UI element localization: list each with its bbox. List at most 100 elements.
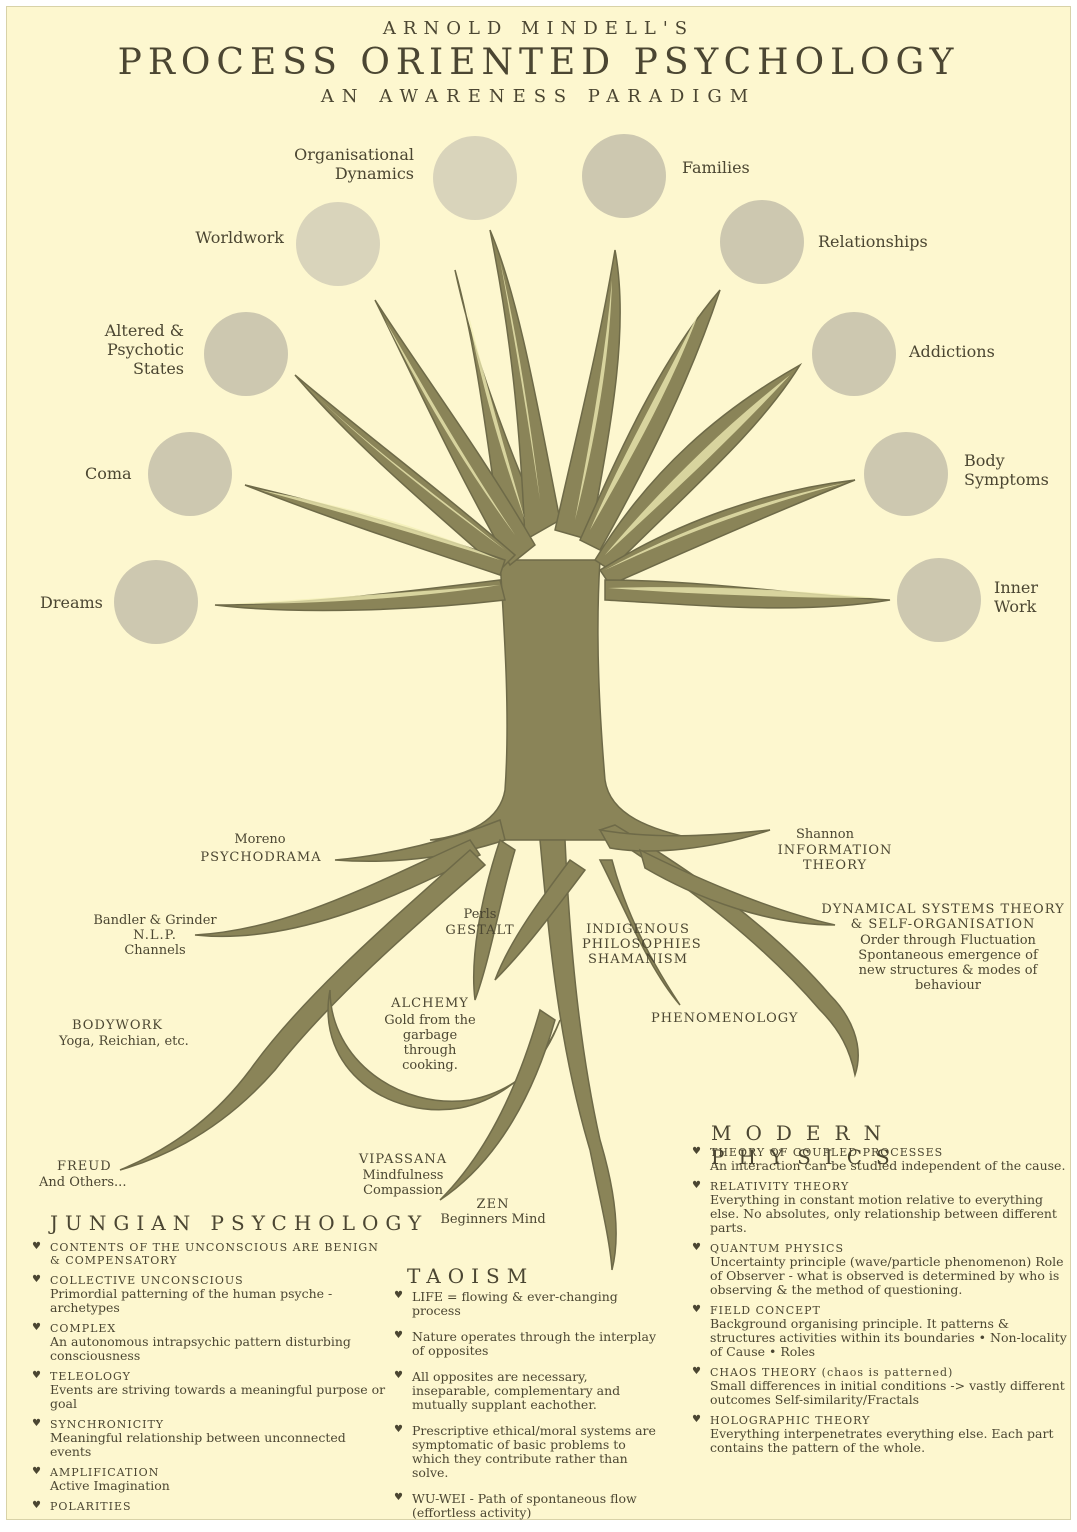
- list-item: ♥All opposites are necessary, inseparabl…: [394, 1369, 621, 1412]
- branch-dreams: [214, 579, 506, 612]
- label-information-theory: INFORMATION THEORY: [777, 843, 893, 873]
- label-worldwork: Worldwork: [195, 228, 284, 247]
- leaf-bullet-icon: ♥: [32, 1370, 41, 1381]
- page-subtitle: AN AWARENESS PARADIGM: [320, 86, 757, 107]
- author-heading: ARNOLD MINDELL'S: [382, 18, 695, 39]
- label-body-symptoms: Body Symptoms: [964, 451, 1049, 489]
- taoism-list: ♥LIFE = flowing & ever-changing process …: [392, 1290, 664, 1532]
- leaf-bullet-icon: ♥: [692, 1304, 701, 1315]
- label-alchemy: ALCHEMY: [391, 996, 469, 1011]
- leaf-bullet-icon: ♥: [32, 1500, 41, 1511]
- list-item: ♥CHAOS THEORY (chaos is patterned)Small …: [692, 1366, 1065, 1407]
- physics-title: MODERN PHYSICS: [711, 1121, 904, 1169]
- root-bodywork: [119, 848, 487, 1171]
- freud-sub: And Others...: [39, 1175, 127, 1190]
- label-gestalt: GESTALT: [445, 923, 515, 938]
- label-psychodrama: PSYCHODRAMA: [200, 850, 322, 865]
- label-inner-work: Inner Work: [994, 578, 1039, 616]
- list-item: ♥Prescriptive ethical/moral systems are …: [394, 1423, 656, 1480]
- root-gestalt: [494, 858, 587, 981]
- leaf-bullet-icon: ♥: [32, 1241, 41, 1252]
- label-dreams: Dreams: [40, 593, 103, 612]
- relationships-icon: [720, 200, 804, 284]
- taoism-title: TAOISM: [407, 1264, 535, 1288]
- label-altered-states: Altered & Psychotic States: [104, 321, 184, 378]
- body-symptoms-icon: [864, 432, 948, 516]
- leaf-bullet-icon: ♥: [692, 1180, 701, 1191]
- leaf-bullet-icon: ♥: [32, 1322, 41, 1333]
- root-dynamical: [638, 848, 836, 926]
- leaf-bullet-icon: ♥: [32, 1418, 41, 1429]
- list-item: ♥LIFE = flowing & ever-changing process: [394, 1289, 618, 1318]
- list-item: ♥Nature operates through the interplay o…: [394, 1329, 657, 1358]
- organisational-dynamics-icon: [433, 136, 517, 220]
- nlp-name: Bandler & Grinder: [93, 913, 217, 928]
- branch-worldwork: [374, 299, 536, 567]
- label-bodywork: BODYWORK: [72, 1018, 163, 1033]
- inner-work-icon: [897, 558, 981, 642]
- jungian-title: JUNGIAN PSYCHOLOGY: [50, 1211, 429, 1235]
- leaf-bullet-icon: ♥: [692, 1366, 701, 1377]
- leaf-bullet-icon: ♥: [692, 1414, 701, 1425]
- root-centre: [539, 839, 617, 1271]
- leaf-bullet-icon: ♥: [394, 1370, 403, 1381]
- root-alchemy: [472, 838, 516, 1001]
- label-phenomenology: PHENOMENOLOGY: [651, 1011, 799, 1026]
- gestalt-name: Perls: [463, 907, 497, 922]
- label-freud: FREUD: [57, 1159, 112, 1174]
- page-title: PROCESS ORIENTED PSYCHOLOGY: [117, 42, 960, 83]
- vipassana-sub: Mindfulness Compassion: [362, 1168, 444, 1198]
- branch-org-dynamics: [454, 269, 541, 562]
- leaf-bullet-icon: ♥: [394, 1424, 403, 1435]
- jungian-list: ♥CONTENTS OF THE UNCONSCIOUS ARE BENIGN …: [30, 1241, 390, 1520]
- leaf-bullet-icon: ♥: [394, 1492, 403, 1503]
- label-zen: ZEN: [476, 1197, 510, 1212]
- leaf-bullet-icon: ♥: [32, 1466, 41, 1477]
- leaf-bullet-icon: ♥: [692, 1146, 701, 1157]
- label-organisational-dynamics: Organisational Dynamics: [294, 145, 414, 183]
- nlp-sub: Channels: [124, 943, 186, 958]
- addictions-icon: [812, 312, 896, 396]
- coma-icon: [148, 432, 232, 516]
- label-nlp: N.L.P.: [133, 928, 177, 943]
- root-info: [598, 829, 771, 852]
- branch-center: [489, 229, 561, 542]
- label-dynamical-systems: DYNAMICAL SYSTEMS THEORY & SELF-ORGANISA…: [821, 902, 1065, 932]
- label-relationships: Relationships: [818, 232, 928, 251]
- zen-sub: Beginners Mind: [440, 1212, 546, 1227]
- list-item: ♥CONTENTS OF THE UNCONSCIOUS ARE BENIGN …: [32, 1241, 379, 1267]
- leaf-bullet-icon: ♥: [394, 1330, 403, 1341]
- label-coma: Coma: [85, 464, 132, 483]
- list-item: ♥POLARITIES: [32, 1500, 132, 1513]
- branch-families: [554, 249, 621, 541]
- leaf-bullet-icon: ♥: [692, 1242, 701, 1253]
- bodywork-sub: Yoga, Reichian, etc.: [59, 1034, 189, 1049]
- label-families: Families: [682, 158, 750, 177]
- leaf-bullet-icon: ♥: [32, 1274, 41, 1285]
- info-name: Shannon: [796, 827, 854, 842]
- alchemy-sub: Gold from the garbage through cooking.: [384, 1013, 476, 1073]
- dynamical-sub: Order through Fluctuation Spontaneous em…: [858, 933, 1038, 993]
- dreams-icon: [114, 560, 198, 644]
- root-phenomenology: [598, 859, 681, 1006]
- leaf-bullet-icon: ♥: [394, 1290, 403, 1301]
- label-indigenous: INDIGENOUS PHILOSOPHIES SHAMANISM: [582, 922, 702, 967]
- root-freud-loop: [327, 989, 561, 1111]
- label-vipassana: VIPASSANA: [358, 1152, 448, 1167]
- psychodrama-name: Moreno: [234, 832, 286, 847]
- worldwork-icon: [296, 202, 380, 286]
- altered-states-icon: [204, 312, 288, 396]
- root-zen: [439, 1008, 556, 1201]
